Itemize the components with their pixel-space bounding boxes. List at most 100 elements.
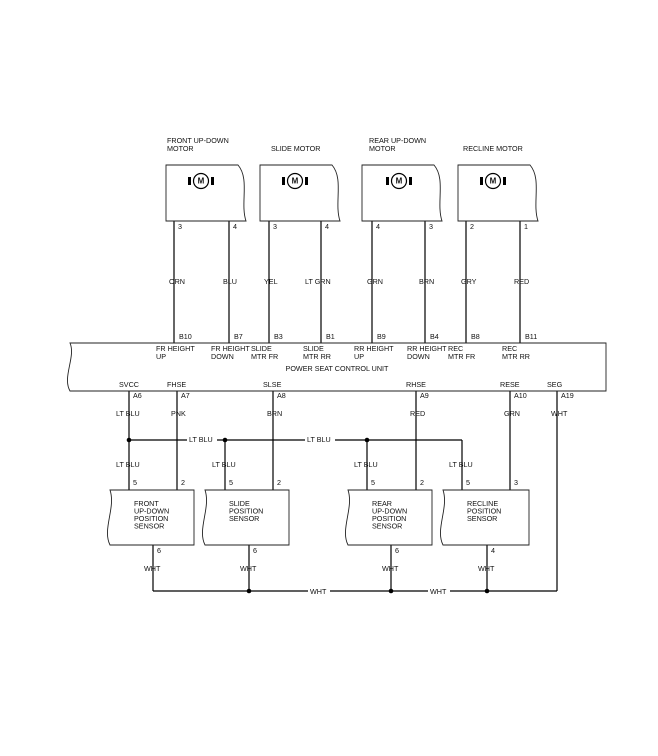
pin-label: B4	[430, 332, 439, 341]
pin-label: B11	[525, 332, 537, 341]
sensor-name-label: POSITION	[372, 514, 406, 523]
motor-box	[259, 164, 341, 222]
pin-function-label: DOWN	[211, 352, 234, 361]
sensor-name-label: SENSOR	[229, 514, 259, 523]
motor-symbol: M	[292, 177, 299, 186]
signal-label: SEG	[547, 380, 563, 389]
terminal-label: 5	[371, 478, 375, 487]
motor-icon	[390, 172, 408, 190]
sensor-box	[202, 489, 290, 546]
wire-color-label: YEL	[264, 277, 278, 286]
pin-function-label: MTR FR	[448, 352, 475, 361]
wire-color-label: GRN	[367, 277, 383, 286]
motor-box	[457, 164, 539, 222]
label-background	[305, 435, 335, 444]
wire-color-label: BRN	[267, 409, 282, 418]
terminal-label: 5	[466, 478, 470, 487]
motor-brush	[503, 177, 506, 185]
pin-function-label: REC	[502, 344, 517, 353]
wire-color-label: RED	[514, 277, 529, 286]
sensor-name-label: RECLINE	[467, 499, 498, 508]
wire-color-label: WHT	[144, 564, 161, 573]
pin-function-label: FR HEIGHT	[156, 344, 195, 353]
motor-box	[361, 164, 443, 222]
signal-label: SLSE	[263, 380, 282, 389]
pin-label: B7	[234, 332, 243, 341]
signal-label: RHSE	[406, 380, 426, 389]
motor-icon	[286, 172, 304, 190]
wire-color-label: WHT	[478, 564, 495, 573]
terminal-label: 6	[395, 546, 399, 555]
wire-color-label: WHT	[240, 564, 257, 573]
pin-label: A6	[133, 391, 142, 400]
pin-label: B1	[326, 332, 335, 341]
label-background	[428, 586, 450, 595]
motor-brush	[211, 177, 214, 185]
wire-color-label: LT BLU	[212, 460, 236, 469]
signal-label: FHSE	[167, 380, 186, 389]
sensor-box	[107, 489, 195, 546]
motor-name-label: MOTOR	[167, 144, 194, 153]
terminal-label: 4	[325, 222, 329, 231]
pin-label: A9	[420, 391, 429, 400]
pin-function-label: RR HEIGHT	[407, 344, 447, 353]
sensor-name-label: UP-DOWN	[372, 507, 407, 516]
pin-label: A10	[514, 391, 527, 400]
sensor-name-label: POSITION	[134, 514, 168, 523]
junction-dot	[222, 437, 228, 443]
junction-dot	[246, 588, 252, 594]
wire-color-label: PNK	[171, 409, 186, 418]
wire-color-label: RED	[410, 409, 425, 418]
wire-color-label: BLU	[223, 277, 237, 286]
signal-label: RESE	[500, 380, 520, 389]
terminal-label: 6	[157, 546, 161, 555]
wire-color-label: LT BLU	[449, 460, 473, 469]
terminal-label: 3	[178, 222, 182, 231]
motor-brush	[409, 177, 412, 185]
motor-name-label: MOTOR	[369, 144, 396, 153]
motor-brush	[480, 177, 483, 185]
wire-color-label: BRN	[419, 277, 434, 286]
pin-function-label: SLIDE	[251, 344, 272, 353]
terminal-label: 5	[133, 478, 137, 487]
sensor-name-label: UP-DOWN	[134, 507, 169, 516]
pin-function-label: UP	[354, 352, 364, 361]
terminal-label: 5	[229, 478, 233, 487]
motor-brush	[188, 177, 191, 185]
motor-brush	[282, 177, 285, 185]
wire-color-label: ORN	[169, 277, 185, 286]
bus-label: WHT	[310, 587, 327, 596]
terminal-label: 2	[181, 478, 185, 487]
pin-label: A8	[277, 391, 286, 400]
pin-function-label: MTR FR	[251, 352, 278, 361]
sensor-box	[440, 489, 530, 546]
junction-dot	[126, 437, 132, 443]
motor-name-label: SLIDE MOTOR	[271, 144, 320, 153]
terminal-label: 4	[376, 222, 380, 231]
motor-name-label: FRONT UP-DOWN	[167, 136, 229, 145]
sensor-name-label: FRONT	[134, 499, 159, 508]
motor-box	[165, 164, 247, 222]
sensor-name-label: REAR	[372, 499, 392, 508]
motor-symbol: M	[490, 177, 497, 186]
motor-name-label: RECLINE MOTOR	[463, 144, 523, 153]
motor-symbol: M	[198, 177, 205, 186]
terminal-label: 1	[524, 222, 528, 231]
motor-icon	[192, 172, 210, 190]
pin-function-label: UP	[156, 352, 166, 361]
pin-function-label: REC	[448, 344, 463, 353]
terminal-label: 4	[233, 222, 237, 231]
control-unit-box	[67, 342, 607, 392]
terminal-label: 6	[253, 546, 257, 555]
label-background	[308, 586, 330, 595]
junction-dot	[388, 588, 394, 594]
pin-label: B3	[274, 332, 283, 341]
terminal-label: 4	[491, 546, 495, 555]
pin-label: B10	[179, 332, 192, 341]
wire-color-label: LT BLU	[116, 409, 140, 418]
wire-color-label: GRY	[461, 277, 477, 286]
sensor-name-label: SENSOR	[372, 522, 402, 531]
terminal-label: 3	[273, 222, 277, 231]
